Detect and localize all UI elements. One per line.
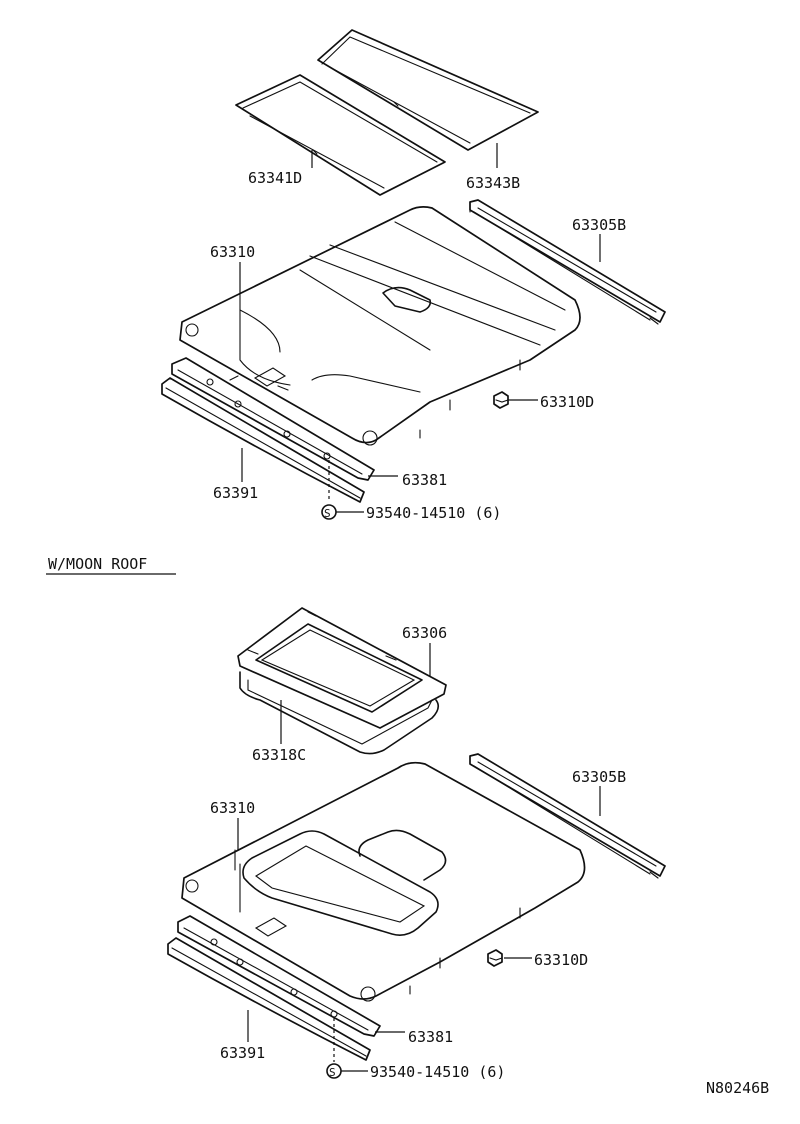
side-trim-rail-moonroof (469, 753, 666, 879)
screw-symbol: S (321, 504, 337, 520)
front-retainer (171, 357, 375, 481)
label-front-cover: 63341D (248, 169, 302, 187)
label-side-trim: 63305B (572, 216, 626, 234)
label-headliner: 63310 (210, 243, 255, 261)
clip-moonroof (487, 949, 503, 967)
svg-text:S: S (329, 1066, 336, 1079)
top-assembly: S 63343B 63341D 63310 63305B 63310D 6338… (161, 29, 666, 522)
label-side-trim-moonroof: 63305B (572, 768, 626, 786)
screw-symbol-moonroof: S (326, 1063, 342, 1079)
label-front-retainer-moonroof: 63381 (408, 1028, 453, 1046)
label-clip: 63310D (540, 393, 594, 411)
section-title: W/MOON ROOF (48, 555, 147, 573)
front-molding (161, 377, 365, 503)
label-front-molding: 63391 (213, 484, 258, 502)
sunshade-seal (239, 671, 440, 755)
label-clip-moonroof: 63310D (534, 951, 588, 969)
front-cover-panel (235, 74, 446, 196)
label-screw: 93540-14510 (6) (366, 504, 501, 522)
clip (493, 391, 509, 409)
moonroof-assembly: S 63306 63318C 63310 63305B 63310D 63381… (167, 607, 666, 1081)
rear-cover-panel (317, 29, 539, 151)
label-front-retainer: 63381 (402, 471, 447, 489)
label-headliner-moonroof: 63310 (210, 799, 255, 817)
svg-text:S: S (324, 507, 331, 520)
label-sunshade: 63306 (402, 624, 447, 642)
figure-code: N80246B (706, 1079, 769, 1097)
label-rear-cover: 63343B (466, 174, 520, 192)
label-sunshade-seal: 63318C (252, 746, 306, 764)
headliner (179, 206, 581, 446)
sunshade (237, 607, 447, 729)
side-trim-rail (469, 199, 666, 325)
label-front-molding-moonroof: 63391 (220, 1044, 265, 1062)
label-screw-moonroof: 93540-14510 (6) (370, 1063, 505, 1081)
headliner-moonroof (181, 761, 586, 1002)
front-retainer-moonroof (177, 915, 381, 1037)
